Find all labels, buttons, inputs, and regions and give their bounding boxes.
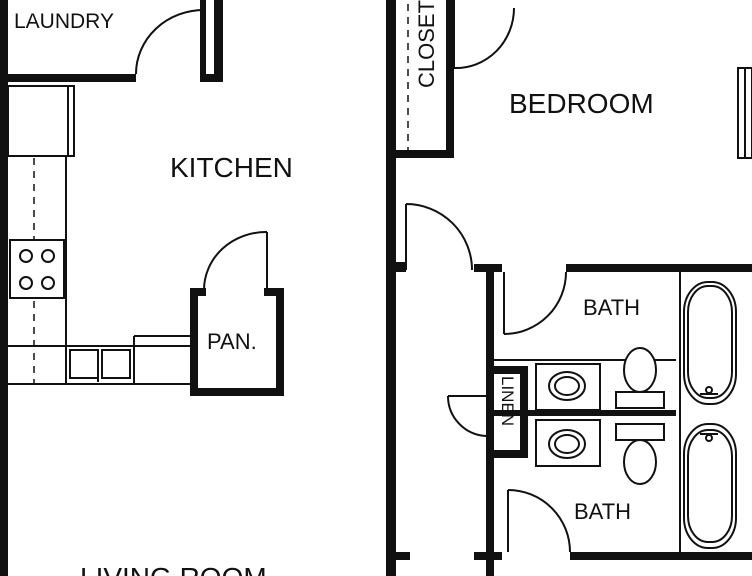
bath-walls [396,264,752,576]
closet-label: CLOSET [414,0,439,88]
lower-bathtub [683,423,737,549]
linen-label: LINEN [498,376,517,426]
bedroom-label: BEDROOM [509,88,654,119]
stove [9,239,65,299]
upper-toilet [615,347,665,409]
kitchen-label: KITCHEN [170,152,293,183]
upper-vanity [535,363,601,411]
lower-bath-door [507,489,571,553]
laundry-door [135,9,205,75]
pantry-label: PAN. [207,329,257,354]
lower-toilet [615,423,665,485]
closet [396,0,515,158]
bedroom-door [396,203,473,272]
pantry [190,230,284,396]
bedroom-window [737,67,752,159]
lower-bath-label: BATH [574,499,631,524]
refrigerator [7,85,75,157]
upper-bathtub [683,281,737,405]
upper-bath-door [503,271,567,335]
laundry-bottom-wall [8,74,136,82]
kitchen-counter [7,85,190,385]
laundry-right-wall-right [214,0,223,82]
linen-closet [446,366,528,458]
lower-vanity [535,419,601,467]
laundry-label: LAUNDRY [14,10,114,33]
living-room-label: LIVING ROOM [80,562,267,576]
upper-bath-label: BATH [583,295,640,320]
left-exterior-wall [0,0,8,576]
center-divider-wall [386,0,396,576]
laundry-jamb [200,74,223,82]
